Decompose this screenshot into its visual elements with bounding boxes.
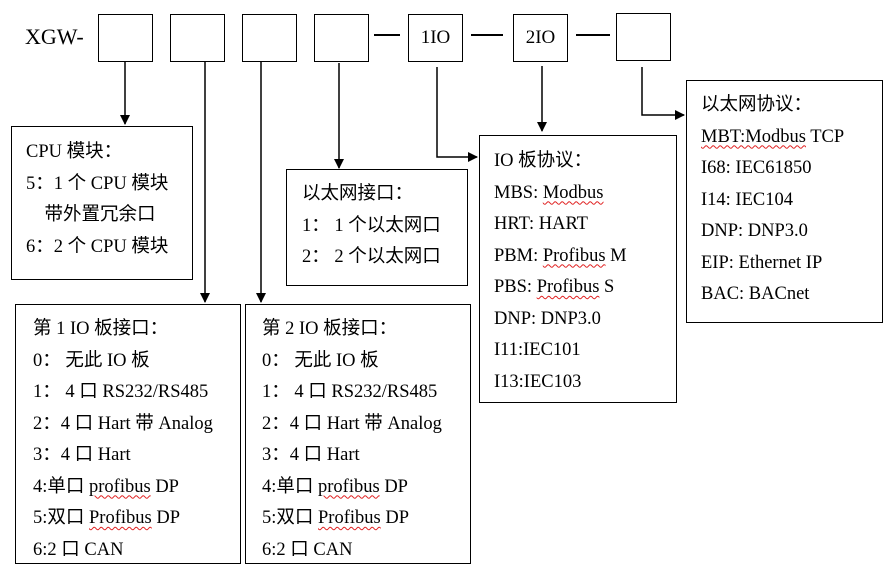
option-line: MBS: Modbus: [494, 182, 604, 203]
arrow-eth-protocol: [641, 67, 685, 120]
code-box-eth-protocol: [616, 13, 671, 61]
code-box-eth: [314, 14, 369, 62]
option-line: DNP: DNP3.0: [701, 221, 808, 241]
option-line: 6:2 口 CAN: [33, 539, 124, 560]
option-line: 2： 2 个以太网口: [302, 247, 441, 267]
option-line: 3：4 口 Hart: [33, 445, 131, 465]
option-line: 2：4 口 Hart 带 Analog: [262, 413, 442, 434]
code-box-io1: [170, 14, 225, 62]
panel-title: CPU 模块：: [26, 142, 123, 162]
io1-interface-panel: 第 1 IO 板接口： 0： 无此 IO 板 1： 4 口 RS232/RS48…: [15, 304, 241, 564]
spellcheck-underline: profibus: [89, 476, 151, 497]
option-line: BAC: BACnet: [701, 284, 810, 304]
arrow-io1-protocol: [436, 67, 478, 162]
io2-interface-panel: 第 2 IO 板接口： 0： 无此 IO 板 1： 4 口 RS232/RS48…: [245, 304, 471, 564]
separator-dash: [471, 34, 503, 36]
option-line: 1： 4 口 RS232/RS485: [33, 382, 209, 402]
cpu-module-panel: CPU 模块： 5：1 个 CPU 模块 带外置冗余口 6：2 个 CPU 模块: [11, 126, 193, 280]
spellcheck-underline: Profibus: [536, 277, 600, 297]
code-box-cpu: [98, 14, 153, 62]
option-line: PBS: Profibus S: [494, 277, 615, 297]
option-line: 6:2 口 CAN: [262, 539, 353, 560]
panel-title: IO 板协议：: [494, 151, 593, 171]
option-line: 1： 4 口 RS232/RS485: [262, 382, 438, 402]
panel-title: 以太网接口：: [302, 184, 414, 204]
spellcheck-underline: Modbus: [542, 182, 604, 203]
code-box-io2: [242, 14, 297, 62]
ethernet-port-panel: 以太网接口： 1： 1 个以太网口 2： 2 个以太网口: [286, 169, 468, 286]
option-line: DNP: DNP3.0: [494, 308, 601, 329]
option-line: I11:IEC101: [494, 340, 581, 360]
ethernet-protocol-panel: 以太网协议： MBT:Modbus TCP I68: IEC61850 I14:…: [686, 80, 883, 323]
code-box-io1-protocol: 1IO: [408, 14, 463, 62]
spellcheck-underline: Profibus: [542, 245, 606, 266]
option-line: HRT: HART: [494, 214, 588, 234]
option-line: 4:单口 profibus DP: [262, 476, 408, 497]
option-line: EIP: Ethernet IP: [701, 252, 823, 273]
option-line: 3：4 口 Hart: [262, 445, 360, 465]
option-line: 5:双口 Profibus DP: [33, 508, 180, 528]
option-line: MBT:Modbus TCP: [701, 126, 845, 147]
code-box-io2-protocol: 2IO: [513, 14, 568, 62]
option-line: I13:IEC103: [494, 371, 582, 392]
spellcheck-underline: Profibus: [318, 508, 381, 528]
option-line: I68: IEC61850: [701, 158, 812, 178]
panel-title: 第 2 IO 板接口：: [262, 319, 398, 339]
io-protocol-panel: IO 板协议： MBS: Modbus HRT: HART PBM: Profi…: [479, 135, 677, 403]
option-line: I14: IEC104: [701, 189, 793, 210]
spellcheck-underline: Profibus: [89, 508, 152, 528]
model-prefix: XGW-: [25, 24, 84, 49]
spellcheck-underline: profibus: [318, 476, 380, 497]
spellcheck-underline: MBT:Modbus: [701, 126, 806, 147]
option-line: 带外置冗余口: [26, 205, 156, 225]
option-line: 5:双口 Profibus DP: [262, 508, 409, 528]
option-line: 0： 无此 IO 板: [262, 350, 379, 371]
separator-dash: [576, 34, 610, 36]
panel-title: 第 1 IO 板接口：: [33, 319, 169, 339]
option-line: 2：4 口 Hart 带 Analog: [33, 413, 213, 434]
option-line: PBM: Profibus M: [494, 245, 627, 266]
option-line: 6：2 个 CPU 模块: [26, 236, 169, 257]
option-line: 5：1 个 CPU 模块: [26, 173, 169, 194]
panel-title: 以太网协议：: [701, 95, 813, 115]
option-line: 4:单口 profibus DP: [33, 476, 179, 497]
option-line: 1： 1 个以太网口: [302, 215, 441, 236]
separator-dash: [374, 34, 400, 36]
option-line: 0： 无此 IO 板: [33, 350, 150, 371]
